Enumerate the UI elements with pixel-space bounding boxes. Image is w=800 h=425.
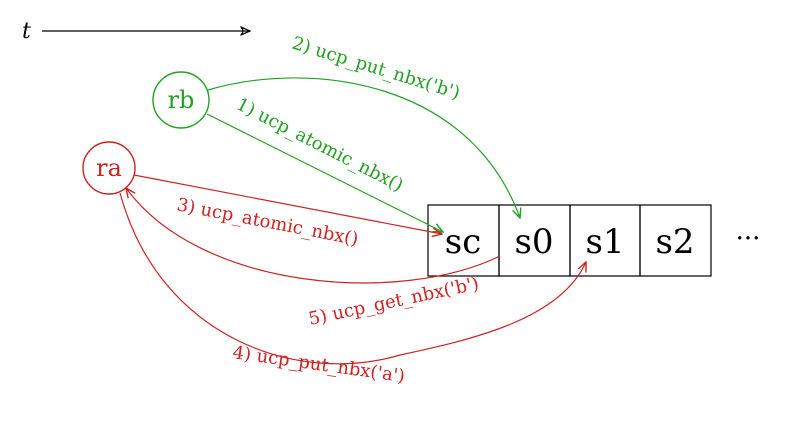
- label-put-ra: 4) ucp_put_nbx('a'): [231, 342, 406, 387]
- cell-s1-label: s1: [585, 222, 624, 262]
- arrow-atomic-rb: [206, 113, 443, 232]
- node-rb-circle: [152, 71, 210, 129]
- ellipsis: ···: [736, 224, 761, 254]
- cell-s2-label: s2: [655, 222, 694, 262]
- node-rb: rb: [152, 71, 210, 129]
- node-rb-label: rb: [168, 86, 195, 114]
- cell-s0-label: s0: [514, 222, 553, 262]
- label-put-rb: 2) ucp_put_nbx('b'): [290, 33, 463, 104]
- label-atomic-ra: 3) ucp_atomic_nbx(): [175, 194, 360, 250]
- memory-array: sc s0 s1 s2 ···: [427, 204, 761, 277]
- node-ra: ra: [82, 141, 136, 195]
- time-axis-label: t: [22, 19, 31, 44]
- arrow-put-rb: [207, 77, 520, 218]
- arrow-put-ra: [119, 192, 586, 365]
- cell-sc-label: sc: [445, 222, 482, 262]
- node-ra-label: ra: [96, 154, 122, 182]
- arrow-get-ra: [126, 188, 501, 284]
- arrow-atomic-ra: [133, 174, 442, 234]
- cell-s2: [639, 204, 712, 277]
- node-ra-circle: [82, 141, 136, 195]
- label-atomic-rb: 1) ucp_atomic_nbx(): [233, 94, 407, 196]
